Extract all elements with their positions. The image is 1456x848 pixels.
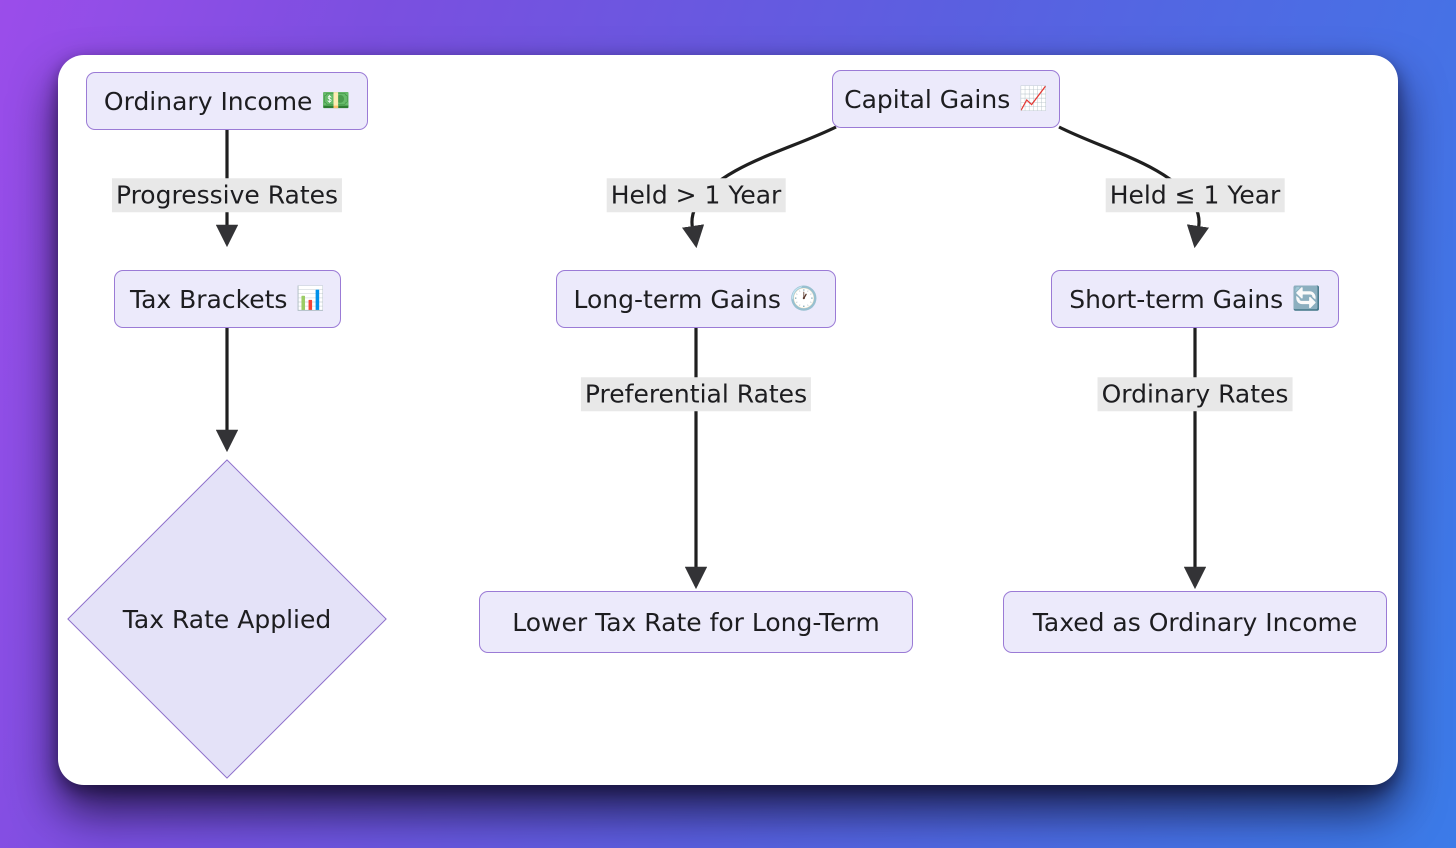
edge-label-held-greater-than-1-year: Held > 1 Year (606, 178, 786, 212)
node-tax-rate-applied-label: Tax Rate Applied (122, 604, 332, 634)
edge-label-held-less-equal-1-year: Held ≤ 1 Year (1105, 178, 1285, 212)
node-long-term-gains[interactable]: Long-term Gains 🕐 (556, 270, 836, 328)
node-ordinary-income[interactable]: Ordinary Income 💵 (86, 72, 368, 130)
node-short-term-gains-label: Short-term Gains (1069, 284, 1284, 314)
node-lower-tax-rate-label: Lower Tax Rate for Long-Term (512, 607, 880, 637)
node-lower-tax-rate[interactable]: Lower Tax Rate for Long-Term (479, 591, 913, 653)
node-taxed-as-ordinary-income-label: Taxed as Ordinary Income (1032, 607, 1358, 637)
edge-label-ordinary-rates: Ordinary Rates (1097, 377, 1293, 411)
refresh-arrows-icon: 🔄 (1292, 285, 1321, 312)
node-short-term-gains[interactable]: Short-term Gains 🔄 (1051, 270, 1339, 328)
bar-chart-icon: 📊 (296, 285, 326, 312)
node-capital-gains-label: Capital Gains (844, 84, 1011, 114)
node-taxed-as-ordinary-income[interactable]: Taxed as Ordinary Income (1003, 591, 1387, 653)
node-tax-rate-applied[interactable]: Tax Rate Applied (67, 459, 387, 779)
edge-label-progressive-rates: Progressive Rates (111, 178, 343, 212)
node-ordinary-income-label: Ordinary Income (103, 86, 313, 116)
node-long-term-gains-label: Long-term Gains (573, 284, 781, 314)
chart-increasing-icon: 📈 (1019, 85, 1048, 112)
dollar-banknote-icon: 💵 (321, 87, 351, 114)
clock-icon: 🕐 (789, 285, 819, 312)
node-tax-brackets-label: Tax Brackets (129, 284, 288, 314)
edge-label-preferential-rates: Preferential Rates (580, 377, 812, 411)
node-tax-brackets[interactable]: Tax Brackets 📊 (114, 270, 341, 328)
node-capital-gains[interactable]: Capital Gains 📈 (832, 70, 1060, 128)
